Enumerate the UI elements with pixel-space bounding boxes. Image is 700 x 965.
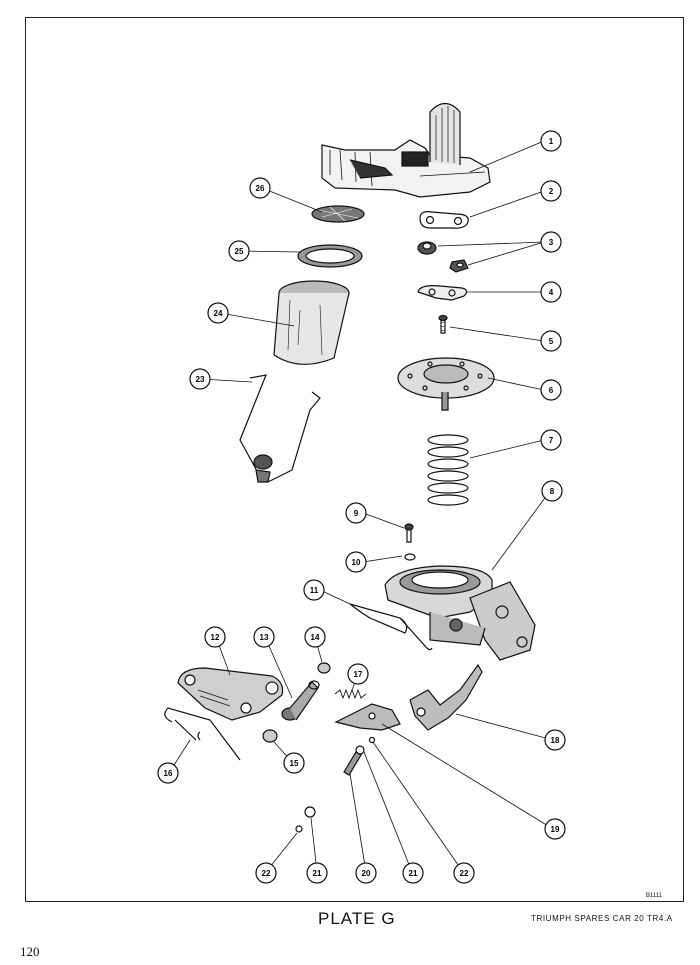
svg-text:4: 4 — [549, 288, 554, 297]
part-washer-15 — [262, 729, 278, 743]
svg-text:5: 5 — [549, 337, 554, 346]
callout-4: 4 — [540, 281, 562, 303]
svg-text:12: 12 — [211, 633, 220, 642]
callout-11: 11 — [303, 579, 325, 601]
callout-18: 18 — [544, 729, 566, 751]
part-diaphragm-6 — [397, 357, 495, 411]
part-clip-11 — [349, 603, 433, 651]
svg-text:8: 8 — [550, 487, 555, 496]
part-washer-21 — [355, 745, 365, 755]
leader-lines — [168, 140, 554, 873]
callout-22b: 22 — [255, 862, 277, 884]
svg-text:11: 11 — [310, 586, 319, 595]
part-rocker-12 — [177, 667, 284, 721]
part-screw-9 — [404, 523, 414, 543]
callout-8: 8 — [541, 480, 563, 502]
diagram-frame — [25, 17, 684, 902]
plate-title: PLATE G — [318, 909, 396, 928]
svg-text:22: 22 — [262, 869, 271, 878]
callout-2: 2 — [540, 180, 562, 202]
part-filter-26 — [311, 205, 365, 223]
part-washer-14 — [317, 662, 331, 674]
part-washer-21b — [304, 806, 316, 818]
part-clip-22 — [368, 736, 376, 744]
callout-12: 12 — [204, 626, 226, 648]
callout-26: 26 — [249, 177, 271, 199]
svg-text:9: 9 — [354, 509, 359, 518]
callout-5: 5 — [540, 330, 562, 352]
svg-text:21: 21 — [409, 869, 418, 878]
callout-22: 22 — [453, 862, 475, 884]
callout-3: 3 — [540, 231, 562, 253]
callout-10: 10 — [345, 551, 367, 573]
part-screw-5 — [438, 314, 448, 334]
callout-6: 6 — [540, 379, 562, 401]
part-lever-18 — [409, 663, 483, 731]
svg-text:22: 22 — [460, 869, 469, 878]
callout-13: 13 — [253, 626, 275, 648]
svg-text:21: 21 — [313, 869, 322, 878]
callout-9: 9 — [345, 502, 367, 524]
callout-1: 1 — [540, 130, 562, 152]
part-clip-22b — [295, 825, 303, 833]
callout-23: 23 — [189, 368, 211, 390]
part-spring-7 — [427, 434, 469, 506]
svg-text:2: 2 — [549, 187, 554, 196]
svg-text:20: 20 — [362, 869, 371, 878]
svg-text:3: 3 — [549, 238, 554, 247]
callout-21b: 21 — [306, 862, 328, 884]
callout-14: 14 — [304, 626, 326, 648]
callout-16: 16 — [157, 762, 179, 784]
part-pin-20 — [343, 751, 362, 776]
part-washer-10 — [404, 553, 416, 561]
svg-text:14: 14 — [311, 633, 320, 642]
svg-text:6: 6 — [549, 386, 554, 395]
part-gasket-2 — [419, 211, 469, 229]
drawing-reference-code: B1111 — [646, 893, 663, 899]
callout-19: 19 — [544, 818, 566, 840]
svg-text:19: 19 — [551, 825, 560, 834]
callout-24: 24 — [207, 302, 229, 324]
page-number: 120 — [20, 944, 40, 959]
svg-text:7: 7 — [549, 436, 554, 445]
plate-caption: TRIUMPH SPARES CAR 20 TR4.A — [531, 914, 673, 923]
callout-group: 1 2 3 4 5 6 7 8 9 10 11 12 13 14 15 16 1… — [157, 130, 566, 884]
part-link-19 — [334, 703, 401, 731]
callout-21: 21 — [402, 862, 424, 884]
callout-25: 25 — [228, 240, 250, 262]
svg-text:13: 13 — [260, 633, 269, 642]
part-spring-16 — [164, 707, 241, 761]
svg-text:24: 24 — [214, 309, 223, 318]
callout-20: 20 — [355, 862, 377, 884]
callout-17: 17 — [347, 663, 369, 685]
part-seal-25 — [297, 244, 363, 268]
part-retainer-4 — [417, 285, 468, 301]
part-pin-13 — [281, 680, 320, 721]
part-stirrup-23 — [239, 374, 321, 483]
callout-7: 7 — [540, 429, 562, 451]
part-spring-17 — [334, 688, 367, 700]
svg-text:23: 23 — [196, 375, 205, 384]
svg-text:26: 26 — [256, 184, 265, 193]
svg-text:16: 16 — [164, 769, 173, 778]
svg-text:1: 1 — [549, 137, 554, 146]
callout-15: 15 — [283, 752, 305, 774]
part-top-cover — [321, 102, 491, 198]
svg-text:17: 17 — [354, 670, 363, 679]
svg-text:15: 15 — [290, 759, 299, 768]
part-pump-body-8 — [384, 565, 536, 661]
svg-text:18: 18 — [551, 736, 560, 745]
svg-text:25: 25 — [235, 247, 244, 256]
svg-text:10: 10 — [352, 558, 361, 567]
part-bowl-24 — [273, 280, 350, 365]
part-valves-3 — [417, 241, 469, 273]
